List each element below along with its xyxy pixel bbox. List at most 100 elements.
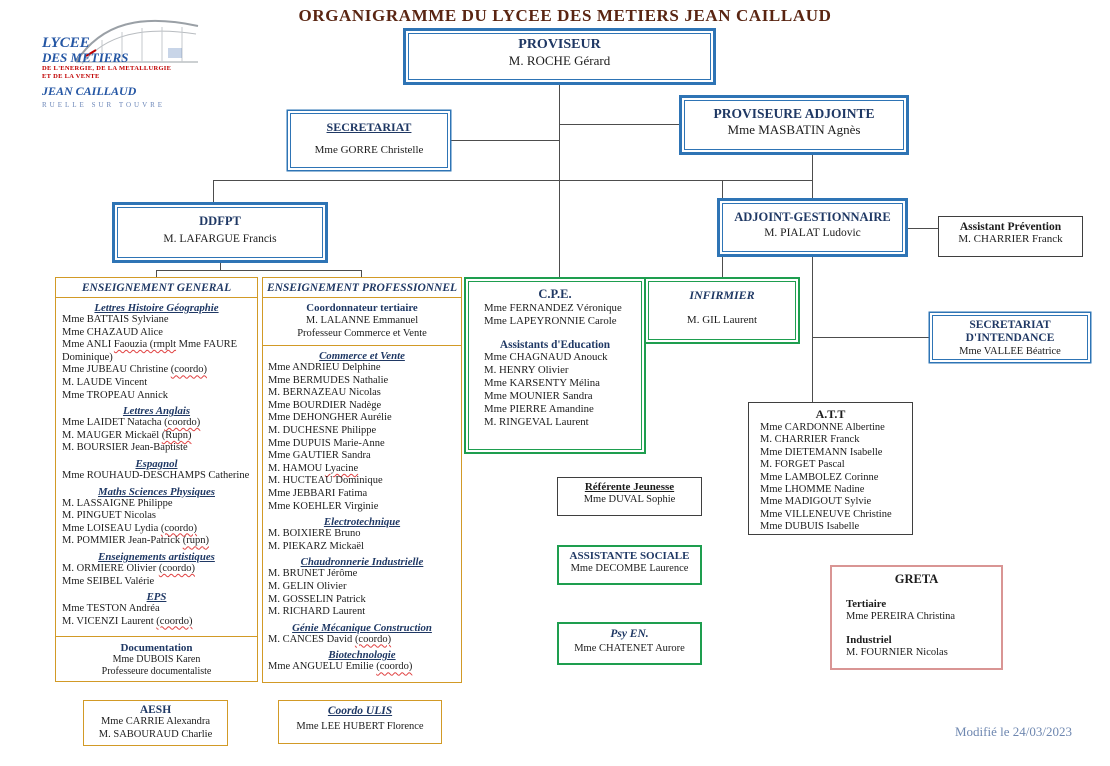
person-name: M. CHARRIER Franck [760, 434, 860, 446]
column-header: ENSEIGNEMENT PROFESSIONNEL [263, 278, 461, 298]
person-name: Mme ANLI Faouzia (rmplt Mme FAURE Domini… [62, 339, 238, 363]
person-name: Mme MADIGOUT Sylvie [760, 496, 872, 508]
section-heading: Génie Mécanique Construction [292, 621, 432, 634]
person-name: Professeur Commerce et Vente [297, 328, 427, 339]
person-name: M. CANCES David (coordo) [268, 633, 392, 645]
person-name: Mme LAPEYRONNIE Carole [484, 315, 617, 327]
person-name: Mme CHAGNAUD Anouck [484, 351, 608, 363]
person-name: M. BOIXIERE Bruno [268, 528, 361, 540]
node-proviseure-adjointe: PROVISEURE ADJOINTE Mme MASBATIN Agnès [684, 100, 904, 150]
person-name: Mme BOURDIER Nadège [268, 399, 382, 411]
section-chaudronnerie-industrielle: Chaudronnerie Industrielle M. BRUNET Jér… [263, 556, 461, 618]
person-name: M. BOURSIER Jean-Baptiste [62, 442, 188, 454]
person-name: M. CHARRIER Franck [958, 233, 1063, 245]
person-name: Mme LAIDET Natacha (coordo) [62, 417, 201, 429]
person-name: Mme ANGUELU Emilie (coordo) [268, 661, 413, 673]
node-assistante-sociale: ASSISTANTE SOCIALE Mme DECOMBE Laurence [557, 545, 702, 585]
person-name: Mme DEHONGHER Aurélie [268, 412, 392, 424]
person-name: Mme ANDRIEU Delphine [268, 362, 381, 373]
person-name: M. HUCTEAU Dominique [268, 475, 383, 487]
node-title: ADJOINT-GESTIONNAIRE [734, 210, 891, 224]
section-heading: Biotechnologie [328, 649, 396, 662]
column-enseignement-general: ENSEIGNEMENT GENERAL Lettres Histoire Gé… [55, 277, 258, 682]
section-names: Mme ROUHAUD-DESCHAMPS Catherine [56, 470, 257, 483]
section-lettres-histoire-geographie: Lettres Histoire Géographie Mme BATTAIS … [56, 302, 257, 402]
section-heading: Coordonnateur tertiaire [306, 302, 418, 314]
section-biotechnologie: Biotechnologie Mme ANGUELU Emilie (coord… [263, 649, 461, 674]
section-espagnol: Espagnol Mme ROUHAUD-DESCHAMPS Catherine [56, 458, 257, 483]
person-name: M. DUCHESNE Philippe [268, 424, 377, 436]
section-heading: Electrotechnique [323, 516, 401, 529]
section-coordonnateur-tertiaire: Coordonnateur tertiaire M. LALANNE Emman… [263, 298, 461, 346]
person-name: Professeure documentaliste [101, 666, 212, 677]
node-names: M. ROCHE Gérard [409, 53, 710, 68]
section-heading: Enseignements artistiques [98, 550, 215, 563]
person-name: Mme DECOMBE Laurence [570, 563, 689, 574]
logo-text: LYCEE DES METIERS DE L'ENERGIE, DE LA ME… [42, 36, 232, 110]
node-infirmier: INFIRMIER M. GIL Laurent [648, 281, 796, 340]
column-header: ENSEIGNEMENT GENERAL [56, 278, 257, 298]
section-names: M. ORMIERE Olivier (coordo)Mme SEIBEL Va… [56, 563, 257, 588]
section-names: M. CANCES David (coordo) [263, 634, 461, 647]
section-names: Mme ANGUELU Emilie (coordo) [263, 661, 461, 674]
node-names: Mme DUVAL Sophie [558, 493, 701, 506]
person-name: Mme PEREIRA Christina [846, 610, 956, 622]
section-heading: Commerce et Vente [319, 350, 405, 362]
person-name: Mme CARDONNE Albertine [760, 422, 885, 433]
person-name: M. LAUDE Vincent [62, 376, 148, 388]
logo-tagline1: DE L'ENERGIE, DE LA METALLURGIE [42, 65, 172, 72]
person-name: M. PIALAT Ludovic [764, 227, 861, 239]
logo-school-name: JEAN CAILLAUD [42, 84, 137, 98]
section-lettres-anglais: Lettres Anglais Mme LAIDET Natacha (coor… [56, 405, 257, 455]
section-heading: Chaudronnerie Industrielle [300, 556, 424, 569]
node-title: AESH [139, 704, 172, 716]
chart-title: ORGANIGRAMME DU LYCEE DES METIERS JEAN C… [298, 6, 832, 25]
person-name: M. POMMIER Jean-Patrick (rupn) [62, 535, 209, 547]
person-name: Mme MASBATIN Agnès [727, 122, 861, 137]
person-name: M. LAFARGUE Francis [163, 233, 277, 245]
node-title: Psy EN. [610, 628, 649, 640]
person-name: Mme CHAZAUD Alice [62, 326, 163, 338]
node-title: C.P.E. [538, 287, 572, 301]
person-name: M. SABOURAUD Charlie [98, 728, 213, 740]
node-title: INFIRMIER [689, 288, 755, 302]
node-proviseur: PROVISEUR M. ROCHE Gérard [408, 33, 711, 80]
node-title: Assistant Prévention [959, 221, 1062, 233]
person-name: Mme CARRIE Alexandra [100, 716, 211, 727]
person-name: Mme MOUNIER Sandra [484, 390, 593, 402]
person-name: M. HAMOU Lyacine [268, 462, 359, 474]
node-ddfpt: DDFPT M. LAFARGUE Francis [117, 207, 323, 258]
section-enseignements-artistiques: Enseignements artistiques M. ORMIERE Oli… [56, 551, 257, 588]
logo-tagline2: ET DE LA VENTE [42, 73, 100, 80]
person-name: Mme DUPUIS Marie-Anne [268, 437, 385, 449]
person-name: M. GELIN Olivier [268, 580, 347, 592]
node-title: PROVISEUR [518, 37, 601, 52]
person-name: M. LASSAIGNE Philippe [62, 497, 173, 509]
node-title: SECRETARIAT D'INTENDANCE [965, 319, 1055, 344]
person-name: Mme DUBUIS Isabelle [760, 521, 860, 533]
person-name: Mme CHATENET Aurore [574, 643, 685, 654]
node-referente-jeunesse: Référente Jeunesse Mme DUVAL Sophie [557, 477, 702, 516]
section-names: Mme LAIDET Natacha (coordo)M. MAUGER Mic… [56, 417, 257, 455]
person-name: Mme DIETEMANN Isabelle [760, 446, 883, 458]
section-heading: Lettres Histoire Géographie [94, 302, 219, 314]
person-name: Mme JUBEAU Christine (coordo) [62, 364, 207, 376]
node-names: M. CHARRIER Franck [939, 233, 1082, 246]
person-name: Mme LOISEAU Lydia (coordo) [62, 522, 198, 534]
section-heading: Lettres Anglais [122, 405, 191, 418]
person-name: M. BRUNET Jérôme [268, 568, 358, 580]
person-name: M. VICENZI Laurent (coordo) [62, 615, 193, 627]
person-name: M. MAUGER Mickaël (Rupn) [62, 429, 192, 441]
